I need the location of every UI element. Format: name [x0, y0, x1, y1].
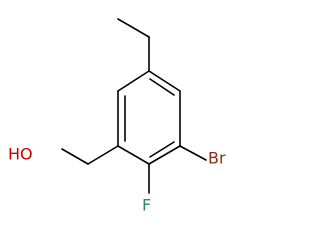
fluorine-label: F — [142, 196, 151, 215]
molecule-structure: HO Br F — [8, 18, 226, 215]
ring-bond-c3-c4 — [148, 145, 181, 165]
ring-double-bond-inner-1 — [149, 78, 175, 96]
bromine-bond — [179, 145, 207, 161]
methylene-bond — [87, 145, 119, 165]
ring-bond-c1-c2 — [148, 70, 181, 92]
ring-bond-c6-c1 — [117, 70, 150, 92]
ring-bond-c4-c5 — [117, 145, 150, 165]
hydroxyl-label: HO — [8, 145, 33, 164]
bromine-label: Br — [208, 149, 226, 168]
ethyl-bond-2 — [117, 18, 150, 38]
structure-canvas: HO Br F — [8, 18, 226, 215]
hydroxyl-bond — [61, 148, 89, 165]
ring-double-bond-inner-2 — [149, 141, 175, 158]
